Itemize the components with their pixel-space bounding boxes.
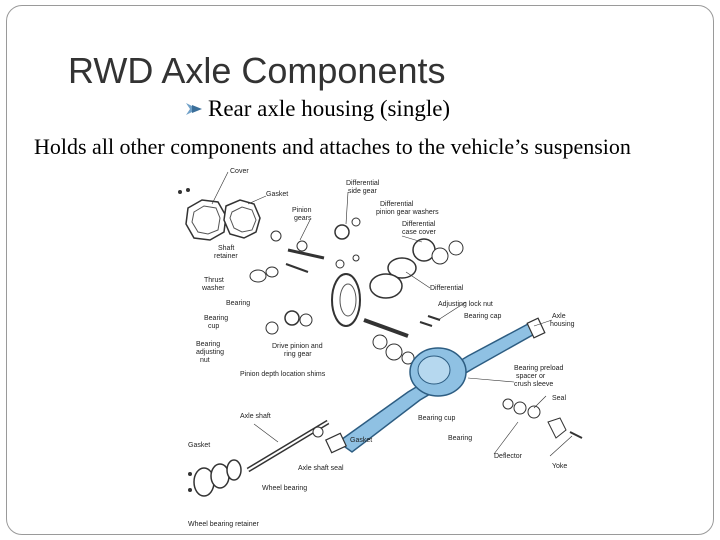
svg-text:Shaft: Shaft xyxy=(218,245,234,252)
axle-housing-part xyxy=(324,317,546,454)
svg-text:gears: gears xyxy=(294,215,312,222)
svg-text:Axle shaft seal: Axle shaft seal xyxy=(298,465,344,472)
svg-text:Wheel bearing retainer: Wheel bearing retainer xyxy=(188,521,259,528)
svg-text:housing: housing xyxy=(550,321,575,328)
svg-text:Pinion depth location shims: Pinion depth location shims xyxy=(240,371,326,378)
svg-text:retainer: retainer xyxy=(214,253,238,260)
svg-text:nut: nut xyxy=(200,357,210,364)
part-labels: Cover Gasket Differential side gear Pini… xyxy=(188,168,575,528)
svg-text:Differential: Differential xyxy=(380,201,414,208)
svg-text:case cover: case cover xyxy=(402,229,437,236)
svg-text:Yoke: Yoke xyxy=(552,463,567,470)
svg-text:washer: washer xyxy=(201,285,225,292)
bullet-item: Rear axle housing (single) xyxy=(184,96,450,122)
side-gears-part xyxy=(334,217,361,269)
bearing-cap-part xyxy=(419,315,441,327)
svg-text:adjusting: adjusting xyxy=(196,349,224,356)
svg-text:Bearing: Bearing xyxy=(204,315,228,322)
svg-text:Drive pinion and: Drive pinion and xyxy=(272,343,323,350)
svg-text:Bearing cap: Bearing cap xyxy=(464,313,501,320)
svg-text:Differential: Differential xyxy=(402,221,436,228)
axle-exploded-diagram: Cover Gasket Differential side gear Pini… xyxy=(178,168,583,528)
gasket-part xyxy=(223,199,261,239)
bearings-left-part xyxy=(265,310,313,335)
bullet-text: Rear axle housing (single) xyxy=(208,96,451,121)
wheel-hub-part xyxy=(188,459,242,497)
bullet-arrow-icon xyxy=(184,99,206,119)
svg-text:crush sleeve: crush sleeve xyxy=(514,381,553,388)
svg-text:Gasket: Gasket xyxy=(266,191,288,198)
svg-text:Gasket: Gasket xyxy=(188,442,210,449)
svg-text:ring gear: ring gear xyxy=(284,351,312,358)
svg-text:Gasket: Gasket xyxy=(350,437,372,444)
pinion-gears-part xyxy=(270,230,325,260)
pinion-shaft-part xyxy=(363,318,415,365)
svg-text:Cover: Cover xyxy=(230,168,249,175)
svg-text:Bearing: Bearing xyxy=(196,341,220,348)
svg-text:side gear: side gear xyxy=(348,188,377,195)
svg-text:Adjusting lock nut: Adjusting lock nut xyxy=(438,301,493,308)
svg-text:Differential: Differential xyxy=(346,180,380,187)
axle-shaft-part xyxy=(246,419,330,473)
thrust-washer-part xyxy=(249,263,309,283)
ring-gear-part xyxy=(331,273,361,327)
cover-part xyxy=(185,199,227,241)
svg-text:spacer or: spacer or xyxy=(516,373,546,380)
svg-text:Pinion: Pinion xyxy=(292,207,312,214)
svg-text:Seal: Seal xyxy=(552,395,566,402)
svg-text:Differential: Differential xyxy=(430,285,464,292)
body-text: Holds all other components and attaches … xyxy=(34,134,631,159)
svg-text:Bearing cup: Bearing cup xyxy=(418,415,455,422)
pinion-yoke-part xyxy=(502,398,583,439)
svg-text:Axle: Axle xyxy=(552,313,566,320)
svg-text:cup: cup xyxy=(208,323,219,330)
diff-case-part xyxy=(369,238,464,299)
slide-title: RWD Axle Components xyxy=(68,50,446,91)
svg-text:Bearing: Bearing xyxy=(226,300,250,307)
svg-text:Thrust: Thrust xyxy=(204,277,224,284)
svg-text:Bearing: Bearing xyxy=(448,435,472,442)
svg-text:pinion gear washers: pinion gear washers xyxy=(376,209,439,216)
svg-text:Deflector: Deflector xyxy=(494,453,523,460)
svg-text:Bearing preload: Bearing preload xyxy=(514,365,564,372)
svg-text:Axle shaft: Axle shaft xyxy=(240,413,271,420)
svg-text:Wheel bearing: Wheel bearing xyxy=(262,485,307,492)
